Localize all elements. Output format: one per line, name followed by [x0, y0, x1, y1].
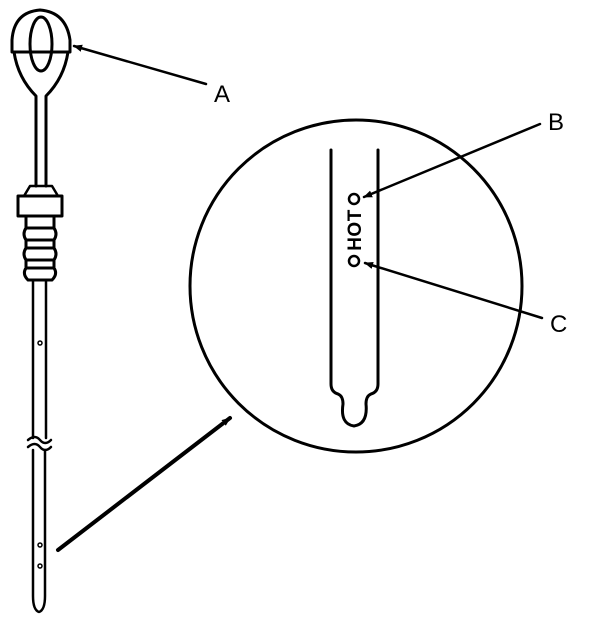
dipstick-blade-lower	[31, 448, 47, 614]
magnified-blade	[329, 148, 380, 428]
callout-c-label: C	[550, 311, 567, 338]
dipstick-collar	[16, 194, 64, 218]
callout-b-leader	[362, 122, 542, 199]
magnified-view: HOT	[188, 118, 524, 454]
dipstick-handle-loop	[28, 15, 54, 73]
callout-b-label: B	[548, 109, 564, 136]
dipstick-handle-wire	[12, 50, 70, 188]
callout-a: A	[72, 44, 230, 108]
dipstick	[10, 8, 72, 614]
level-hole-upper	[347, 192, 361, 206]
callout-a-label: A	[214, 81, 230, 108]
magnifier-circle	[188, 118, 524, 454]
dipstick-handle-cap	[10, 8, 72, 54]
callout-a-leader	[72, 44, 208, 86]
magnifier-pointer	[56, 416, 232, 552]
dipstick-blade-upper	[31, 278, 48, 440]
dipstick-break	[26, 435, 53, 452]
callout-c: C	[363, 261, 567, 338]
blade-mark	[37, 340, 43, 346]
level-hole-lower	[347, 254, 361, 268]
callout-c-leader	[363, 261, 544, 320]
blade-mark	[37, 542, 43, 548]
callout-b: B	[362, 109, 564, 199]
blade-mark	[37, 563, 43, 569]
dipstick-seal	[22, 214, 58, 282]
hot-marking: HOT	[345, 209, 366, 251]
